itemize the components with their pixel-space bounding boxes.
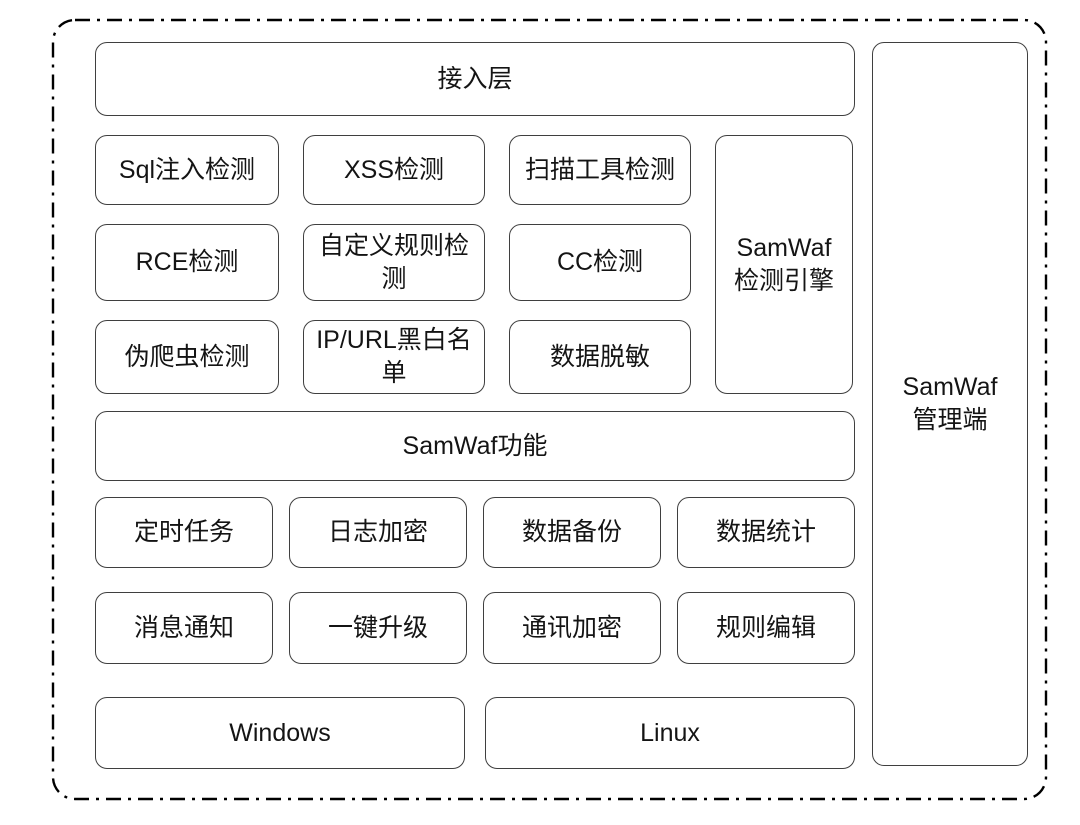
features-banner-label: SamWaf功能 bbox=[402, 431, 548, 460]
features-grid: 定时任务 日志加密 数据备份 数据统计 消息通知 一键升级 通讯加密 规则编辑 bbox=[95, 497, 855, 664]
feature-box-one-click-upgrade: 一键升级 bbox=[289, 592, 467, 664]
management-client-box: SamWaf 管理端 bbox=[872, 42, 1028, 766]
detection-grid: Sql注入检测 XSS检测 扫描工具检测 SamWaf 检测引擎 RCE检测 自… bbox=[95, 135, 855, 394]
feature-box-log-encryption: 日志加密 bbox=[289, 497, 467, 568]
feature-box-comm-encryption: 通讯加密 bbox=[483, 592, 661, 664]
platform-box-windows: Windows bbox=[95, 697, 465, 769]
feature-box-rule-editor: 规则编辑 bbox=[677, 592, 855, 664]
feature-box-data-statistics: 数据统计 bbox=[677, 497, 855, 568]
feature-box-message-notification: 消息通知 bbox=[95, 592, 273, 664]
feature-box-scheduled-tasks: 定时任务 bbox=[95, 497, 273, 568]
detection-engine-box: SamWaf 检测引擎 bbox=[715, 135, 853, 394]
detection-box-sql-injection: Sql注入检测 bbox=[95, 135, 279, 205]
platform-box-linux: Linux bbox=[485, 697, 855, 769]
detection-box-data-masking: 数据脱敏 bbox=[509, 320, 691, 394]
detection-box-cc: CC检测 bbox=[509, 224, 691, 301]
access-layer-box: 接入层 bbox=[95, 42, 855, 116]
feature-box-data-backup: 数据备份 bbox=[483, 497, 661, 568]
main-column: 接入层 Sql注入检测 XSS检测 扫描工具检测 SamWaf 检测引擎 RCE… bbox=[95, 42, 855, 769]
detection-box-scanner-tool: 扫描工具检测 bbox=[509, 135, 691, 205]
detection-box-rce: RCE检测 bbox=[95, 224, 279, 301]
platform-grid: Windows Linux bbox=[95, 697, 855, 769]
access-layer-label: 接入层 bbox=[437, 64, 513, 93]
detection-box-custom-rules: 自定义规则检 测 bbox=[303, 224, 485, 301]
detection-box-fake-crawler: 伪爬虫检测 bbox=[95, 320, 279, 394]
features-banner-box: SamWaf功能 bbox=[95, 411, 855, 481]
detection-box-xss: XSS检测 bbox=[303, 135, 485, 205]
detection-box-ip-url-blackwhite-list: IP/URL黑白名 单 bbox=[303, 320, 485, 394]
